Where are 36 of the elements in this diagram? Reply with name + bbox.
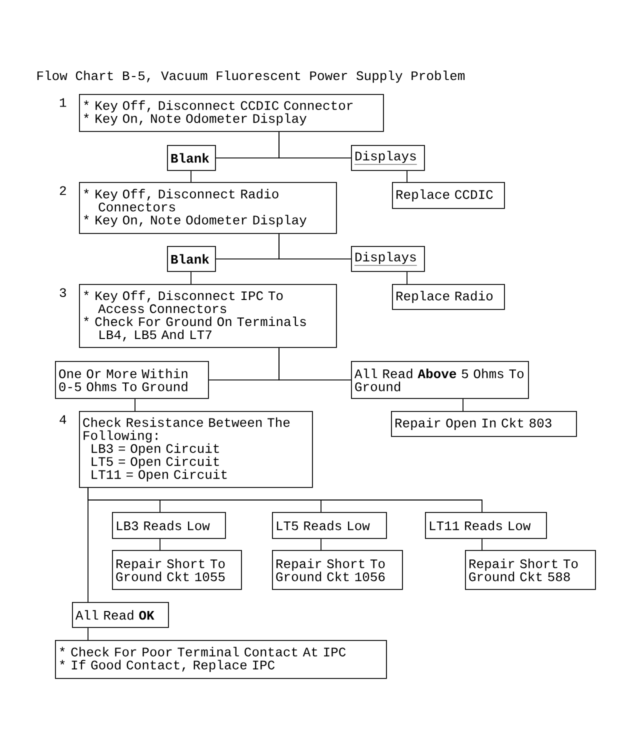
process-box: Replace CCDIC [392,182,505,209]
process-box: One Or More Within 0-5 Ohms To Ground [55,361,209,399]
process-box: Blank [167,145,216,171]
connector-line [190,271,192,284]
connector-line [406,271,408,284]
step-number: 3 [60,288,66,298]
process-box: Blank [167,246,216,272]
process-box: Check Resistance Between The Following: LB3 = Open Circuit LT5 = Open Circuit LT11 = Open Circuit [79,411,313,488]
process-box: Repair Short To Ground Ckt 1055 [112,550,242,590]
connector-line [134,398,136,412]
process-box: Repair Short To Ground Ckt 1056 [272,550,403,590]
process-box: * Key Off, Disconnect IPC To Access Connectors * Check For Ground On Terminals LB4, LB5 And LT7 [79,284,337,348]
process-box: Repair Open In Ckt 803 [391,411,577,437]
process-box: LT11 Reads Low [425,512,547,539]
process-box: Replace Radio [392,284,505,310]
connector-line [278,233,352,260]
connector-line [190,170,192,182]
connector-line [320,538,322,550]
process-box: All Read OK [72,602,169,628]
process-box: Repair Short To Ground Ckt 588 [465,550,596,590]
step-number: 1 [60,98,66,107]
process-box: All Read Above 5 Ohms To Ground [351,361,529,399]
process-box: * Key Off, Disconnect CCDIC Connector * Key On, Note Odometer Display [79,94,384,132]
process-box: * Check For Poor Terminal Contact At IPC * If Good Contact, Replace IPC [55,640,387,679]
process-box: LB3 Reads Low [112,512,226,539]
connector-line [406,170,408,182]
connector-line [278,347,352,380]
chart-title: Flow Chart B-5, Vacuum Fluorescent Power Supply Problem [37,70,465,83]
process-box: * Key Off, Disconnect Radio Connectors * Key On, Note Odometer Display [79,182,337,234]
process-box: Displays [351,246,425,272]
process-box: Displays [351,145,425,171]
process-box: LT5 Reads Low [272,512,387,539]
step-number: 4 [60,415,66,424]
connector-line [278,131,352,158]
connector-line [462,398,464,412]
step-number: 2 [60,186,66,195]
